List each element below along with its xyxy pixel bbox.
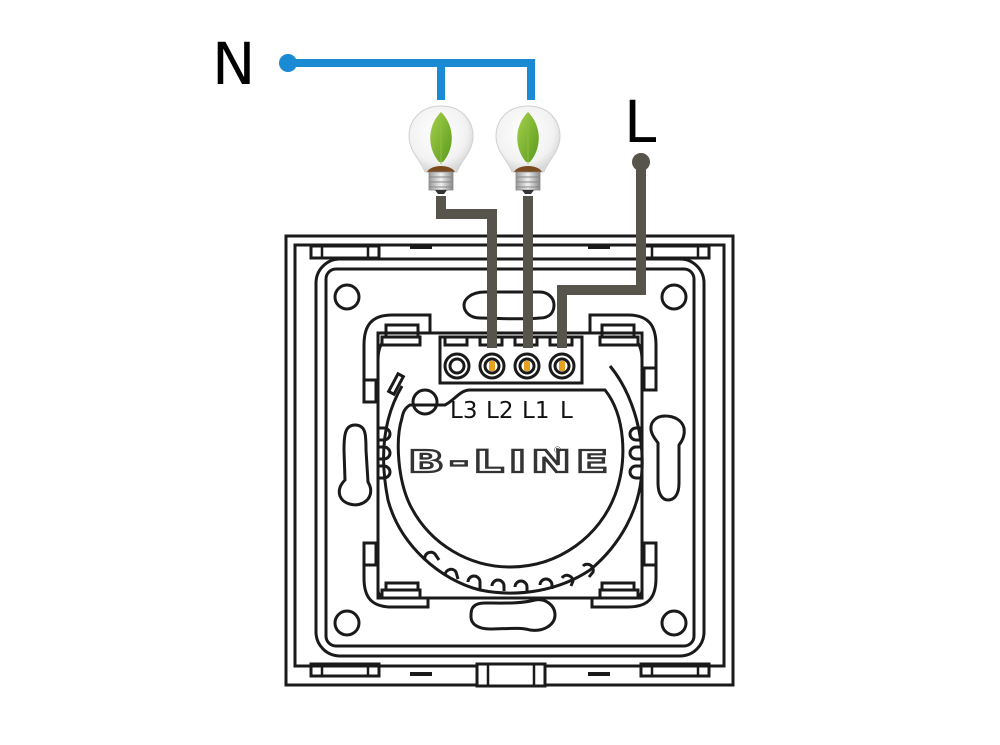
screw-hole-bottom-left [333, 609, 361, 637]
live-label: L [624, 88, 656, 156]
screw-hole-top-right [660, 283, 688, 311]
terminal-label-L2: L2 [486, 398, 513, 424]
neutral-label: N [212, 30, 255, 98]
screw-hole-top-left [333, 283, 361, 311]
status-led-hole [411, 388, 439, 416]
registered-mark: ® [553, 446, 562, 456]
bulb-1-icon [408, 105, 474, 195]
terminal-L3-screw [443, 352, 471, 380]
live-wire [557, 162, 646, 348]
terminal-L-screw [548, 352, 576, 380]
live-terminal-dot [632, 153, 650, 171]
switch-module [362, 313, 658, 609]
neutral-wire [279, 54, 535, 100]
mounting-slot-top [462, 290, 556, 321]
terminal-label-L3: L3 [450, 398, 477, 424]
bulb-2-icon [495, 105, 561, 195]
brand-name: B-LINE [408, 445, 613, 480]
screw-hole-bottom-right [660, 609, 688, 637]
terminal-label-L: L [560, 398, 573, 424]
brand-logo: B-LINE ® [407, 444, 613, 481]
mounting-slot-right [649, 414, 686, 502]
switch-frame [284, 234, 735, 688]
mounting-slot-left [337, 423, 373, 507]
mounting-slot-bottom [469, 598, 557, 632]
terminal-label-L1: L1 [522, 398, 549, 424]
load-wire-1 [436, 196, 497, 348]
terminal-L2-screw [478, 352, 506, 380]
terminal-L1-screw [513, 352, 541, 380]
